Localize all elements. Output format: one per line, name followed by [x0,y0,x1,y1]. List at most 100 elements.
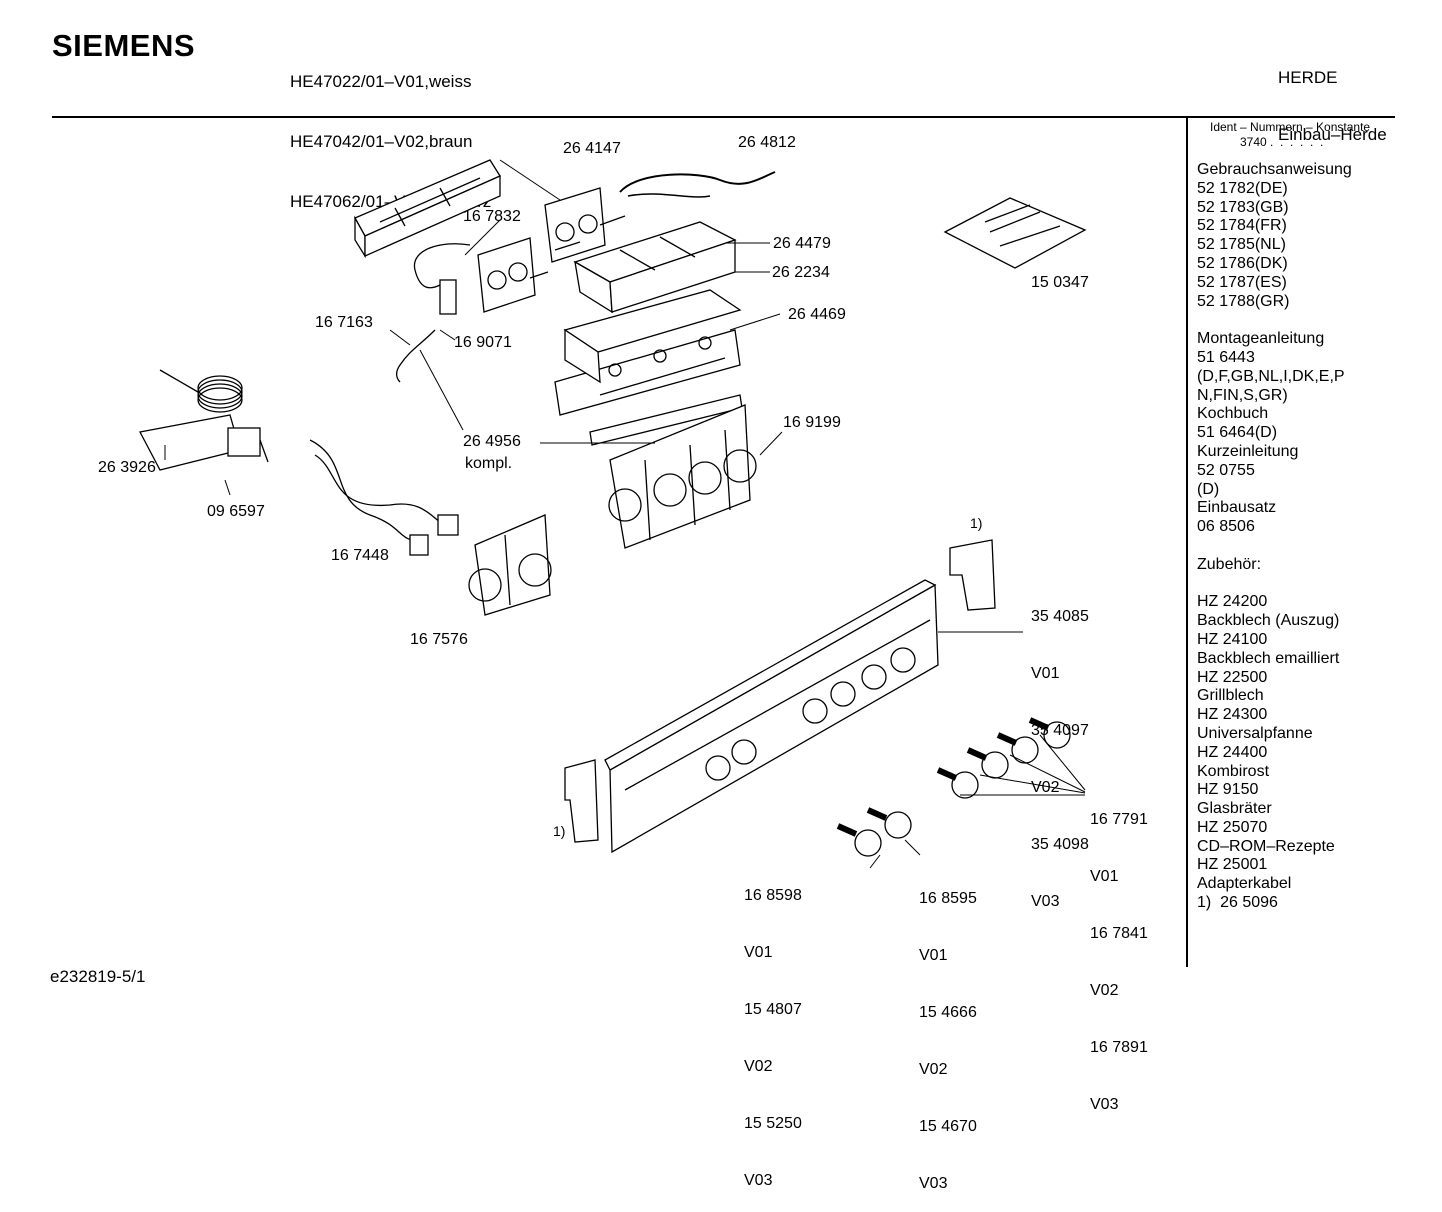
sidebar-line: HZ 25070 [1197,818,1268,836]
category-line: HERDE [1278,68,1338,87]
knob-part [936,767,979,799]
sidebar-line: Universalpfanne [1197,724,1313,742]
part-label: V03 [744,1172,773,1189]
part-label: V01 [919,947,948,964]
part-label: 16 7891 [1090,1039,1148,1056]
part-label: 35 4085 [1031,608,1089,625]
sidebar-line: N,FIN,S,GR) [1197,386,1288,404]
part-label: 16 8598 [744,887,802,904]
part-label: 16 9199 [783,414,841,431]
wire-part [627,193,711,198]
sidebar-line: 06 8506 [1197,518,1255,536]
part-label: 16 7448 [331,547,389,564]
document-id: e232819-5/1 [50,967,146,986]
model-line: HE47022/01–V01,weiss [290,72,472,91]
sidebar-divider [1186,117,1188,967]
wire-harness-part [413,243,471,289]
sidebar-line: Einbausatz [1197,499,1277,517]
wire-part [309,439,416,541]
sidebar-line: 52 1786(DK) [1197,254,1288,272]
sidebar-line: 52 1787(ES) [1197,273,1287,291]
sidebar-line: Kurzeinleitung [1197,442,1299,460]
knob-part [966,747,1009,779]
bracket-part [608,404,757,549]
part-label: 26 2234 [772,264,830,281]
sidebar-line: 52 1784(FR) [1197,217,1287,235]
wire-part [314,454,441,523]
sidebar-line: 52 0755 [1197,461,1255,479]
part-label: 15 4666 [919,1004,977,1021]
part-label: V03 [1031,893,1060,910]
sidebar-line: 51 6443 [1197,348,1255,366]
sidebar-line: HZ 9150 [1197,781,1259,799]
part-label: 09 6597 [207,503,265,520]
knob-part [836,823,882,857]
part-label: V02 [744,1058,773,1075]
sidebar-line: CD–ROM–Rezepte [1197,837,1335,855]
knob-part [996,732,1039,764]
switch-block-part [477,237,549,313]
sidebar-line: Adapterkabel [1197,875,1292,893]
footnote-marker: 1) [970,515,983,531]
sidebar-line: Backblech (Auszug) [1197,612,1340,630]
brand-logo: SIEMENS [52,28,196,63]
connector-part [409,534,429,556]
knob-left-part-list: 16 8598 V01 15 4807 V02 15 5250 V03 [744,848,802,1209]
knob-right-part-list: 16 7791 V01 16 7841 V02 16 7891 V03 [1090,772,1148,1133]
sidebar-line: HZ 24200 [1197,593,1268,611]
sidebar-line: HZ 24100 [1197,630,1268,648]
sidebar-line: Montageanleitung [1197,330,1325,348]
part-label: V03 [919,1175,948,1192]
sidebar-line: HZ 22500 [1197,668,1268,686]
part-label: V01 [1031,665,1060,682]
ident-value: 3740 . . . . . . [1240,135,1324,149]
sidebar-line: Grillblech [1197,687,1264,705]
bracket-part [468,514,552,616]
part-label: 26 4469 [788,306,846,323]
footnote-marker: 1) [553,823,566,839]
part-label: 26 4147 [563,140,621,157]
part-label: 16 7163 [315,314,373,331]
sidebar-line: Kochbuch [1197,405,1269,423]
sidebar-line: (D,F,GB,NL,I,DK,E,P [1197,367,1345,385]
exploded-diagram [139,159,1087,869]
wire-part [619,171,776,193]
tray-part [573,221,737,314]
leader-lines [164,159,1086,869]
category-line: Einbau–Herde [1278,125,1387,144]
switch-block-part [544,187,626,263]
part-label: 16 7832 [463,208,521,225]
screw-bag-part [943,197,1087,269]
wire-part [395,329,436,383]
sidebar-line: HZ 24400 [1197,743,1268,761]
part-label: 16 9071 [454,334,512,351]
side-bracket-part [949,539,996,611]
sidebar-line: Zubehör: [1197,555,1262,573]
category: HERDE Einbau–Herde [1278,30,1387,163]
sidebar-line: Gebrauchsanweisung [1197,161,1352,178]
part-label: 35 4098 [1031,836,1089,853]
part-label: 16 8595 [919,890,977,907]
model-line: HE47042/01–V02,braun [290,132,473,151]
part-label: kompl. [465,455,513,472]
part-label: 16 7841 [1090,925,1148,942]
control-panel-part [604,579,939,854]
knob-part [866,807,912,839]
part-label: V02 [919,1061,948,1078]
sidebar-line: Kombirost [1197,762,1270,780]
switch-housing-part [554,289,742,416]
part-label: 15 4807 [744,1001,802,1018]
sidebar-line: HZ 24300 [1197,706,1268,724]
connector-part [437,514,459,536]
knob-left-part-list-b: 16 8595 V01 15 4666 V02 15 4670 V03 [919,851,977,1212]
part-label: V02 [1031,779,1060,796]
thermostat-part [139,369,269,471]
part-label: 35 4097 [1031,722,1089,739]
header-divider [52,116,1395,118]
part-label: V01 [744,944,773,961]
sidebar-line: 52 1782(DE) [1197,179,1288,197]
sidebar-line: HZ 25001 [1197,856,1268,874]
part-label: 26 4812 [738,134,796,151]
sidebar-line: 1) 26 5096 [1197,894,1278,912]
